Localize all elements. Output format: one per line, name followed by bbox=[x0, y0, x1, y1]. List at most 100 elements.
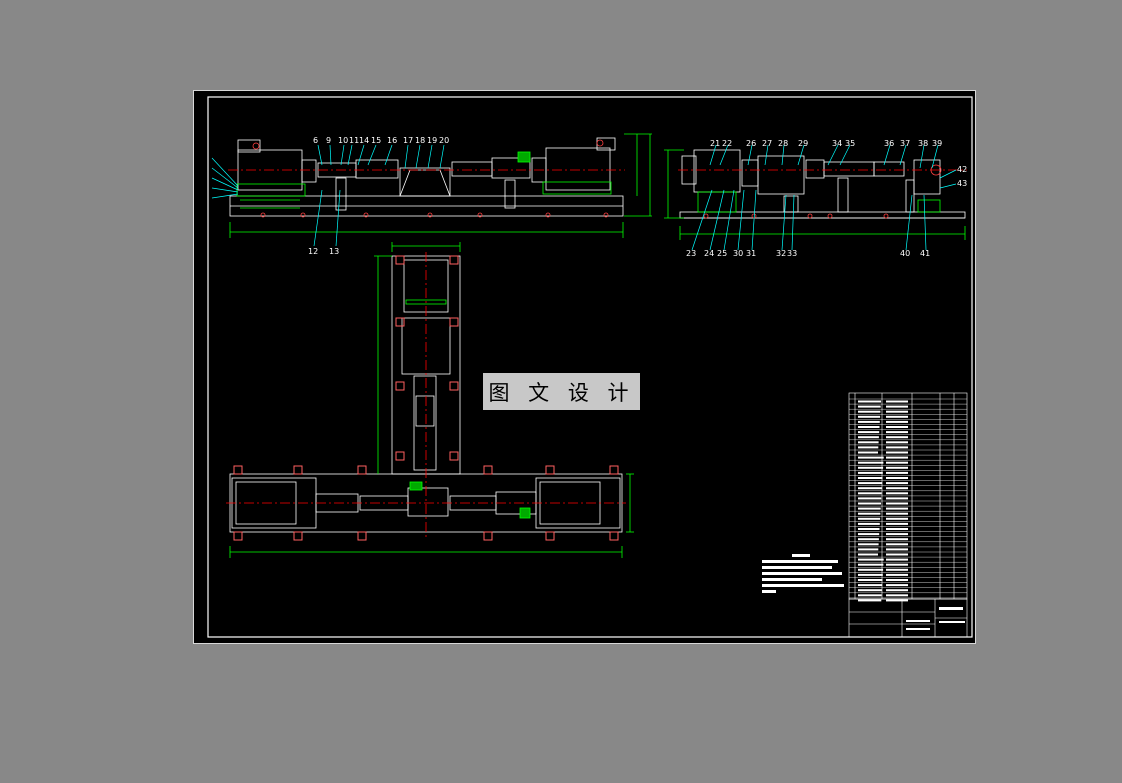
parts-list-cell-mark bbox=[858, 405, 881, 408]
parts-list-cell-mark bbox=[858, 436, 879, 439]
parts-list-cell-mark bbox=[886, 528, 908, 530]
callout-label: 34 bbox=[832, 139, 842, 148]
parts-list-cell-mark bbox=[858, 563, 884, 566]
parts-list-cell-mark bbox=[886, 507, 908, 510]
parts-list-cell-mark bbox=[858, 487, 882, 490]
parts-list-cell-mark bbox=[858, 594, 882, 597]
parts-list-cell-mark bbox=[858, 441, 879, 444]
parts-list-cell-mark bbox=[858, 517, 881, 520]
parts-list-cell-mark bbox=[886, 477, 908, 479]
parts-list-cell-mark bbox=[886, 548, 908, 551]
parts-list-cell-mark bbox=[858, 471, 883, 474]
callout-label: 18 bbox=[415, 136, 425, 145]
callout-label: 13 bbox=[329, 247, 339, 256]
parts-list-cell-mark bbox=[886, 497, 908, 500]
parts-list-cell-mark bbox=[886, 579, 908, 581]
callout-label: 33 bbox=[787, 249, 797, 258]
parts-list-cell-mark bbox=[858, 573, 883, 576]
callout-label: 14 bbox=[359, 136, 369, 145]
technical-notes bbox=[762, 554, 844, 593]
parts-list-cell-mark bbox=[858, 528, 880, 530]
parts-list-cell-mark bbox=[886, 573, 908, 576]
parts-list-cell-mark bbox=[858, 497, 882, 500]
parts-list-cell-mark bbox=[886, 589, 908, 592]
parts-list-cell-mark bbox=[886, 517, 908, 520]
callout-label: 6 bbox=[313, 136, 318, 145]
parts-list-cell-mark bbox=[886, 400, 908, 403]
callout-label: 21 bbox=[710, 139, 720, 148]
callout-label: 32 bbox=[776, 249, 786, 258]
parts-list-cell-mark bbox=[886, 426, 908, 428]
parts-list-cell-mark bbox=[886, 420, 908, 423]
title-block bbox=[848, 598, 968, 638]
parts-list-cell-mark bbox=[858, 461, 884, 464]
parts-list-cell-mark bbox=[886, 538, 908, 541]
callout-label: 41 bbox=[920, 249, 930, 258]
front-elevation-view bbox=[229, 137, 624, 217]
callout-labels-side: 21 22 26 27 28 29 34 35 36 37 38 39 42 4… bbox=[686, 139, 967, 258]
parts-list-cell-mark bbox=[886, 533, 908, 536]
parts-list-cell-mark bbox=[886, 466, 908, 469]
parts-list-cell-mark bbox=[858, 579, 883, 581]
callout-label: 28 bbox=[778, 139, 788, 148]
parts-list-cell-mark bbox=[858, 400, 881, 403]
parts-list-cell-mark bbox=[858, 507, 881, 510]
callout-label: 39 bbox=[932, 139, 942, 148]
parts-list-cell-mark bbox=[886, 502, 908, 505]
parts-list-cell-mark bbox=[886, 584, 908, 587]
callout-label: 24 bbox=[704, 249, 714, 258]
callout-label: 38 bbox=[918, 139, 928, 148]
parts-list-rows bbox=[849, 398, 967, 602]
parts-list-cell-mark bbox=[886, 558, 908, 561]
callout-label: 36 bbox=[884, 139, 894, 148]
callout-label: 37 bbox=[900, 139, 910, 148]
parts-list-cell-mark bbox=[886, 461, 908, 464]
parts-list-cell-mark bbox=[886, 543, 908, 546]
parts-list-cell-mark bbox=[858, 456, 884, 459]
callout-labels-front: 6 9 10 11 14 15 16 17 18 19 20 12 13 bbox=[308, 136, 449, 256]
parts-list-cell-mark bbox=[886, 410, 908, 413]
callout-label: 23 bbox=[686, 249, 696, 258]
parts-list-cell-mark bbox=[886, 471, 908, 474]
callout-label: 17 bbox=[403, 136, 413, 145]
front-elevation-green bbox=[229, 133, 652, 238]
parts-list-cell-mark bbox=[858, 420, 880, 423]
watermark-label: 图 文 设 计 bbox=[483, 373, 640, 410]
callout-label: 12 bbox=[308, 247, 318, 256]
parts-list-cell-mark bbox=[858, 568, 884, 571]
parts-list-cell-mark bbox=[858, 533, 880, 536]
callout-label: 10 bbox=[338, 136, 348, 145]
parts-list-cell-mark bbox=[886, 441, 908, 444]
parts-list-cell-mark bbox=[886, 431, 908, 434]
parts-list-cell-mark bbox=[858, 410, 881, 413]
parts-list-cell-mark bbox=[886, 568, 908, 571]
callout-label: 35 bbox=[845, 139, 855, 148]
callout-label: 31 bbox=[746, 249, 756, 258]
parts-list-cell-mark bbox=[858, 599, 882, 602]
callout-label: 27 bbox=[762, 139, 772, 148]
drawing-frame bbox=[207, 96, 973, 638]
parts-list-cell-mark bbox=[858, 548, 879, 551]
parts-list-cell-mark bbox=[886, 446, 908, 449]
plan-view-green bbox=[229, 242, 634, 558]
parts-list-cell-mark bbox=[858, 482, 883, 485]
leader-lines bbox=[211, 144, 445, 247]
parts-list-cell-mark bbox=[886, 599, 908, 602]
parts-list-cell-mark bbox=[858, 522, 880, 525]
parts-list-cell-mark bbox=[886, 482, 908, 485]
callout-label: 40 bbox=[900, 249, 910, 258]
parts-list-cell-mark bbox=[886, 522, 908, 525]
parts-list-cell-mark bbox=[858, 466, 884, 469]
callout-label: 26 bbox=[746, 139, 756, 148]
callout-label: 11 bbox=[349, 136, 359, 145]
parts-list-cell-mark bbox=[858, 512, 881, 515]
anchor-bolts bbox=[233, 255, 619, 541]
parts-list-cell-mark bbox=[886, 563, 908, 566]
callout-label: 25 bbox=[717, 249, 727, 258]
callout-label: 20 bbox=[439, 136, 449, 145]
parts-list-cell-mark bbox=[858, 477, 883, 479]
callout-label: 22 bbox=[722, 139, 732, 148]
parts-list-cell-mark bbox=[886, 487, 908, 490]
parts-list-cell-mark bbox=[886, 405, 908, 408]
